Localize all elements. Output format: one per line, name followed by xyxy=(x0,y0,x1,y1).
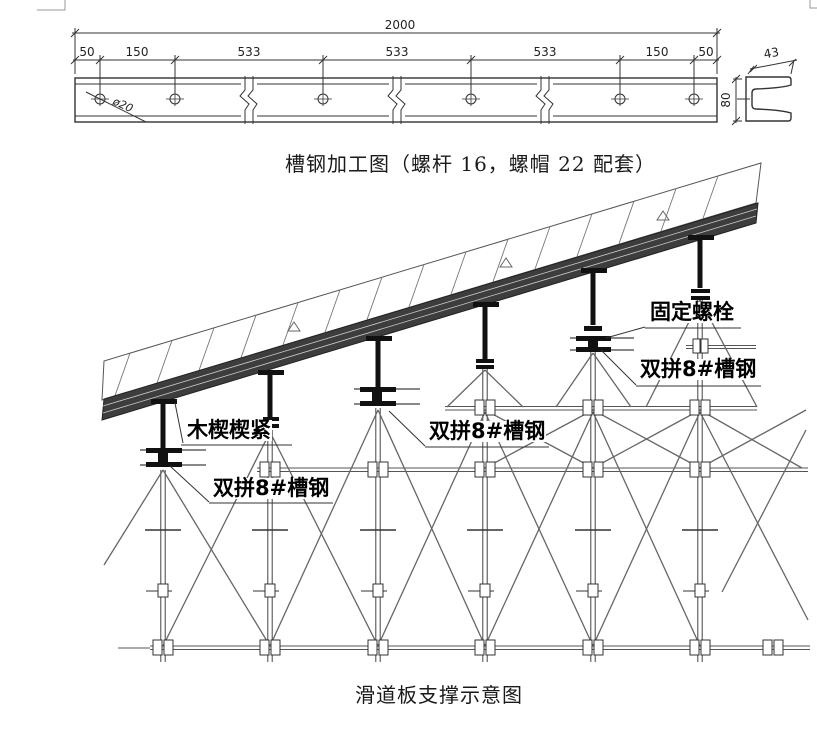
page-corner-mark-left xyxy=(37,0,66,11)
dimension-segments: 50 150 533 533 533 150 50 xyxy=(70,45,722,93)
bolt-hole xyxy=(462,92,480,106)
hole-diameter-callout: ø20 xyxy=(85,91,147,123)
slab-marks xyxy=(287,210,670,332)
dim-seg-6: 50 xyxy=(698,45,713,59)
standard xyxy=(590,352,596,662)
bolt-hole xyxy=(611,92,629,106)
bolt-hole xyxy=(166,92,184,106)
standard xyxy=(160,470,166,662)
dim-seg-1: 150 xyxy=(126,45,149,59)
standard-fittings xyxy=(145,529,718,598)
bolt-hole xyxy=(685,92,703,106)
standard xyxy=(375,408,381,662)
screw-jack xyxy=(473,302,499,369)
section-width-text: 43 xyxy=(763,45,780,61)
label-wood-wedge: 木楔楔紧 xyxy=(186,418,272,442)
section-height-text: 80 xyxy=(719,92,733,107)
ledger-middle xyxy=(257,467,808,472)
screw-jack xyxy=(688,235,714,300)
mid-couplers xyxy=(146,583,709,598)
channel-cross-section: 43 80 xyxy=(719,45,798,126)
dimension-overall: 2000 xyxy=(70,18,722,74)
bolt-holes xyxy=(91,92,703,106)
ledger-couplers xyxy=(152,338,784,656)
screw-jack xyxy=(354,336,420,406)
label-double-channel-right: 双拼8#槽钢 xyxy=(639,357,758,381)
dimension-overall-text: 2000 xyxy=(385,18,416,32)
page-corner-mark-right xyxy=(809,0,817,9)
dim-seg-0: 50 xyxy=(79,45,94,59)
screw-jack xyxy=(570,268,634,352)
label-double-channel-left: 双拼8#槽钢 xyxy=(212,476,331,500)
label-fixing-bolt: 固定螺栓 xyxy=(649,300,735,324)
screw-jacks xyxy=(140,235,714,467)
diagonal-braces xyxy=(103,299,809,647)
caption-channel-drawing: 槽钢加工图（螺杆 16，螺帽 22 配套） xyxy=(285,152,656,176)
scaffold-standards xyxy=(160,300,703,662)
screw-jack xyxy=(140,399,206,467)
hole-diameter-text: ø20 xyxy=(110,94,135,115)
label-double-channel-middle: 双拼8#槽钢 xyxy=(428,419,547,443)
dimension-ticks xyxy=(70,55,722,65)
caption-support-diagram: 滑道板支撑示意图 xyxy=(355,683,523,707)
dim-seg-5: 150 xyxy=(646,45,669,59)
bolt-hole xyxy=(314,92,332,106)
break-symbols xyxy=(239,76,554,124)
standard xyxy=(697,300,703,662)
label-leaders xyxy=(169,326,761,504)
dim-seg-4: 533 xyxy=(534,45,557,59)
dim-seg-3: 533 xyxy=(386,45,409,59)
dim-seg-2: 533 xyxy=(238,45,261,59)
hatched-slide-band xyxy=(101,202,759,421)
